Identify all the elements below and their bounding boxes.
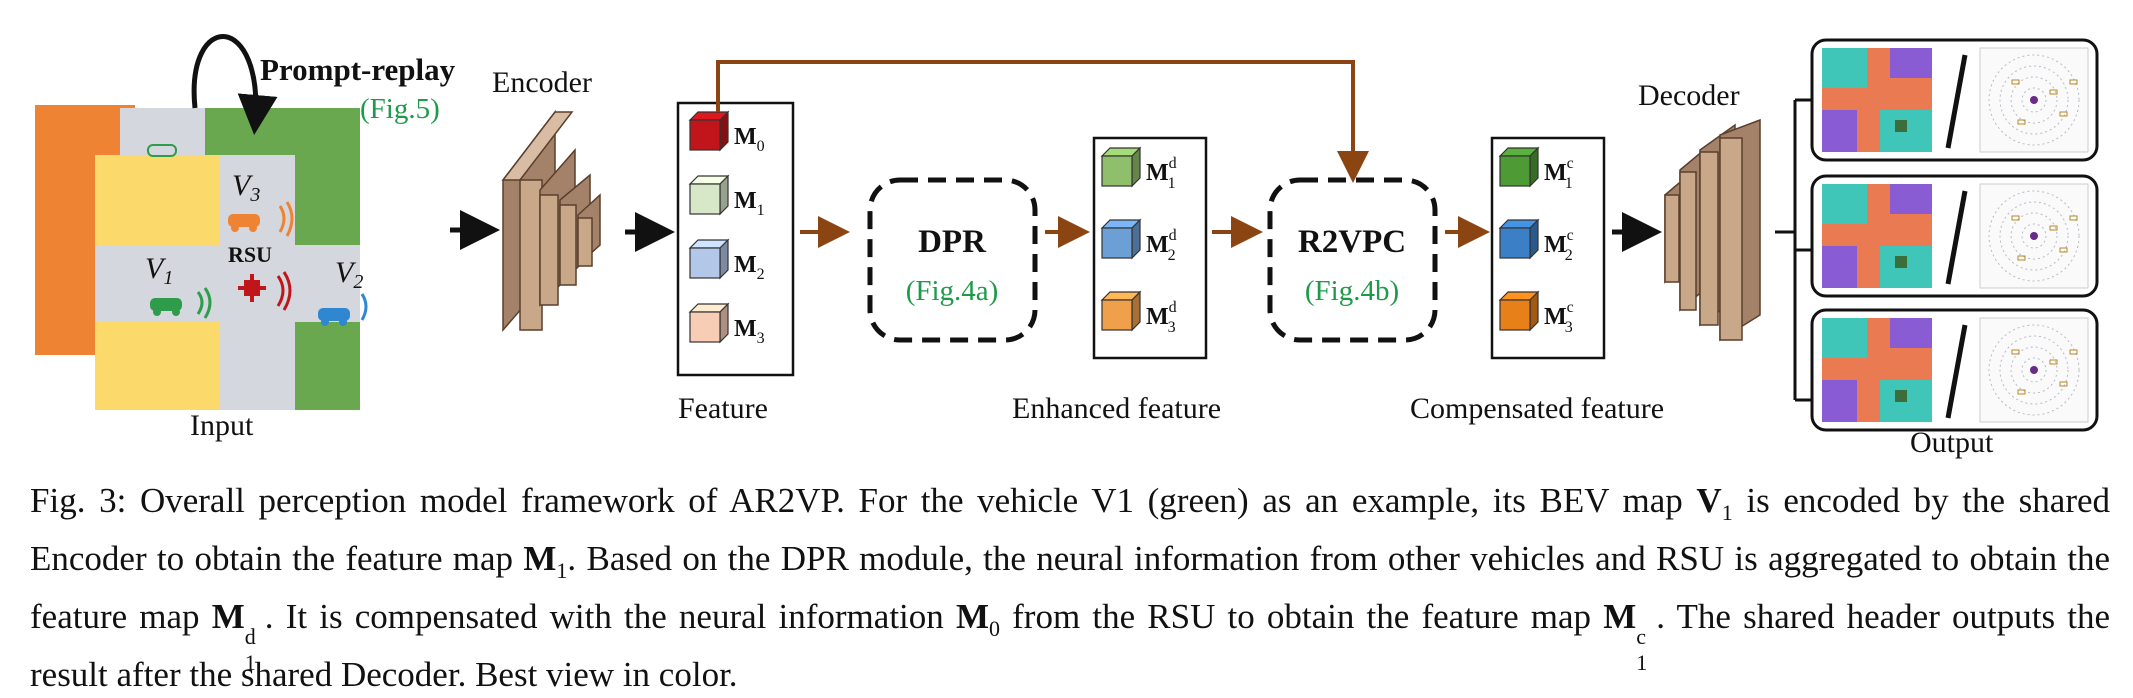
output-panel xyxy=(1810,308,2099,432)
feature-map-label: M3 xyxy=(734,316,765,347)
encoder-block xyxy=(501,109,601,333)
caption-math-sub: 1 xyxy=(556,558,568,583)
caption-math-sub: 0 xyxy=(988,616,1000,641)
dpr-module xyxy=(867,177,1038,343)
feature-cube xyxy=(1498,218,1540,260)
car-icon xyxy=(228,214,260,232)
feature-map-label: M2 xyxy=(734,252,765,283)
output-label: Output xyxy=(1910,426,1994,459)
caption-math: M xyxy=(955,597,989,636)
feature-cube xyxy=(688,238,730,280)
feature-cube xyxy=(1100,290,1142,332)
feature-cube xyxy=(1100,146,1142,188)
caption-math: V xyxy=(1696,481,1722,520)
caption-text: is encoded xyxy=(1732,481,1900,520)
v3-label: V3 xyxy=(232,169,260,206)
caption-text: . Based on the DPR module, the neural in… xyxy=(567,539,1585,578)
car-icon xyxy=(150,298,182,316)
r2vpc-label: R2VPC xyxy=(1298,224,1406,260)
car-icon xyxy=(318,308,350,326)
feature-cube xyxy=(1498,146,1540,188)
car-icon xyxy=(147,144,177,157)
figure-caption: Fig. 3: Overall perception model framewo… xyxy=(30,478,2110,698)
caption-text: . The shared header outputs the result a… xyxy=(30,597,2111,694)
prompt-replay-label: Prompt-replay xyxy=(260,52,456,87)
caption-text: obtain the feature map xyxy=(1266,597,1604,636)
rsu-icon xyxy=(238,274,266,302)
caption-text: Fig. 3: Overall perception model framewo… xyxy=(30,481,1697,520)
caption-math-sup: c xyxy=(1636,624,1647,649)
output-panels xyxy=(1810,38,2099,432)
feature-cube xyxy=(1100,218,1142,260)
input-bev-map: V1 V2 V3 RSU xyxy=(35,105,368,410)
feature-cube xyxy=(688,302,730,344)
v1-label: V1 xyxy=(145,252,173,289)
feature-map-label: M0 xyxy=(734,124,765,155)
r2vpc-ref: (Fig.4b) xyxy=(1305,275,1399,307)
framework-figure: V1 V2 V3 RSU Input Prompt-replay (Fig.5)… xyxy=(35,34,2099,459)
output-panel xyxy=(1810,38,2099,162)
rsu-label: RSU xyxy=(228,242,272,267)
prompt-replay-arrow xyxy=(191,34,278,135)
caption-math-sub: 1 xyxy=(1721,500,1733,525)
caption-math-sup: d xyxy=(244,624,256,649)
caption-math: M xyxy=(1603,597,1637,636)
feature-map-label: M1 xyxy=(734,188,765,219)
feature-label: Feature xyxy=(678,392,768,425)
dpr-ref: (Fig.4a) xyxy=(906,275,999,307)
output-bracket xyxy=(1775,98,1812,402)
prompt-replay-ref: (Fig.5) xyxy=(360,93,440,125)
caption-math-sub: 1 xyxy=(1636,650,1648,675)
enhanced-feature-label: Enhanced feature xyxy=(1012,392,1221,425)
v2-label: V2 xyxy=(335,256,363,293)
input-label: Input xyxy=(190,409,254,442)
caption-text: from the RSU to xyxy=(999,597,1255,636)
feature-cube xyxy=(688,110,730,152)
caption-text: by the shared Encoder to obtain the feat… xyxy=(30,481,2111,578)
caption-text: . It is compensated with the neural info… xyxy=(264,597,956,636)
encoder-label: Encoder xyxy=(492,66,592,99)
decoder-block xyxy=(1664,118,1761,342)
dpr-label: DPR xyxy=(918,224,987,260)
decoder-label: Decoder xyxy=(1638,79,1740,112)
output-panel xyxy=(1810,174,2099,298)
feature-cube xyxy=(1498,290,1540,332)
caption-math-sub: 1 xyxy=(244,650,256,675)
compensated-feature-label: Compensated feature xyxy=(1410,392,1664,425)
skip-connection-arrow xyxy=(716,60,1369,183)
caption-math: M xyxy=(211,597,245,636)
r2vpc-module xyxy=(1267,177,1438,343)
caption-math: M xyxy=(523,539,557,578)
caption-text: and RSU is aggregated to obtain the feat… xyxy=(30,539,2111,636)
feature-cube xyxy=(688,174,730,216)
